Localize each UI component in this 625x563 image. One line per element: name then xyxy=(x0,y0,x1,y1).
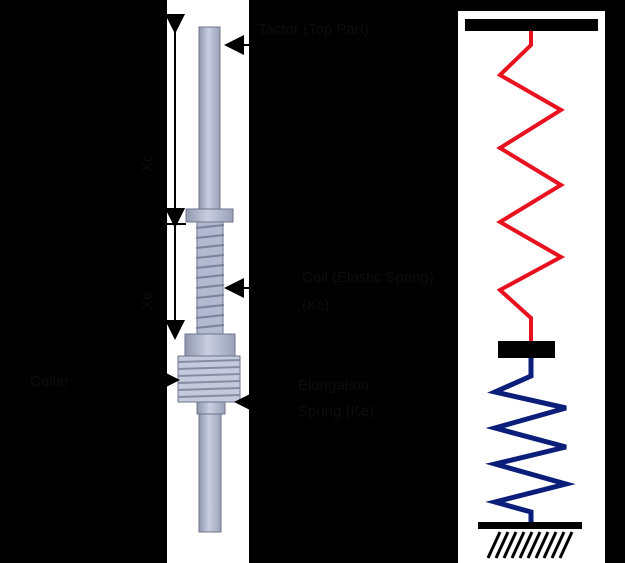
lower-rod xyxy=(196,401,226,415)
device-drawing xyxy=(177,26,241,533)
elongation-spring-coils xyxy=(177,355,241,403)
collar-body xyxy=(184,333,236,357)
base-rod xyxy=(198,413,222,533)
dim-xe-label: Xe xyxy=(139,291,156,310)
collar-label: Collar xyxy=(30,373,70,390)
tactor-rod xyxy=(198,26,221,210)
elongation-label-line2: Spring (Ke) xyxy=(298,403,374,420)
blue-spring-icon xyxy=(485,358,576,522)
top-fixed-bar xyxy=(465,19,598,31)
coil-spring-thread xyxy=(195,221,225,335)
spring-model xyxy=(465,19,598,559)
upper-flange xyxy=(185,208,234,223)
dim-xc-label: Xc xyxy=(139,154,156,172)
red-spring-icon xyxy=(496,31,566,341)
coil-spring-label-line2: (Kc) xyxy=(302,297,330,314)
coil-spring-label-line1: Coil (Elastic Spring) xyxy=(302,269,434,286)
elongation-label-line1: Elongation xyxy=(298,377,369,394)
ground-bar xyxy=(478,522,582,529)
ground-hatch-icon xyxy=(486,531,574,559)
middle-mass-block xyxy=(498,341,555,358)
right-panel xyxy=(458,11,605,563)
pointer-arrows xyxy=(150,35,260,412)
dimension-arrows xyxy=(165,14,186,340)
tactor-label: Tactor (Top Part) xyxy=(258,21,369,38)
